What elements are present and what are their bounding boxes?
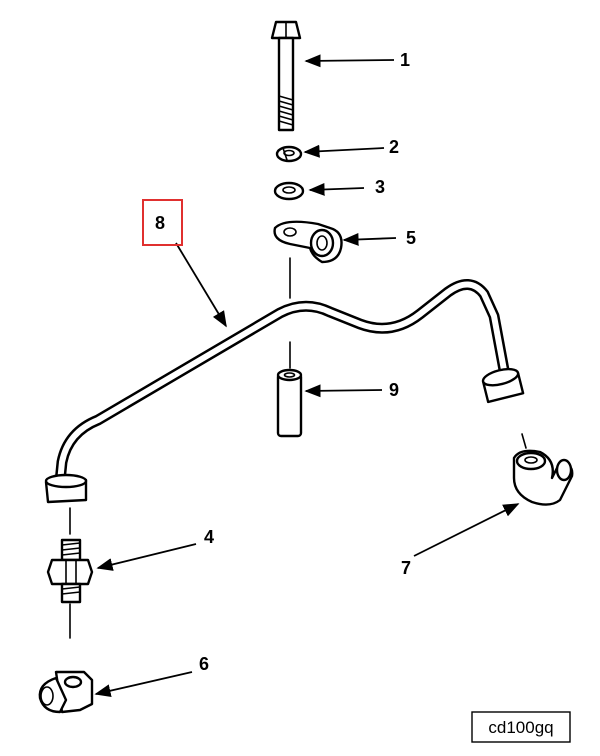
fuel-line bbox=[44, 279, 525, 504]
callout-labels: 1 2 3 5 9 4 6 7 bbox=[199, 50, 416, 674]
lock-washer bbox=[275, 145, 303, 163]
callout-1: 1 bbox=[400, 50, 410, 70]
callout-2: 2 bbox=[389, 137, 399, 157]
callout-3: 3 bbox=[375, 177, 385, 197]
flat-washer bbox=[273, 181, 305, 201]
highlighted-callout: 8 bbox=[142, 199, 183, 246]
alignment-lines bbox=[69, 433, 527, 639]
callout-9: 9 bbox=[389, 380, 399, 400]
spacer bbox=[276, 368, 303, 438]
lower-elbow bbox=[38, 670, 94, 714]
right-elbow bbox=[512, 449, 574, 506]
callout-4: 4 bbox=[204, 527, 214, 547]
callout-7: 7 bbox=[401, 558, 411, 578]
callout-8: 8 bbox=[155, 213, 165, 233]
callout-5: 5 bbox=[406, 228, 416, 248]
callout-6: 6 bbox=[199, 654, 209, 674]
clamp bbox=[273, 220, 343, 264]
leader-arrows bbox=[94, 54, 520, 698]
adapter bbox=[46, 538, 94, 604]
figure-id-box: cd100gq bbox=[471, 711, 571, 743]
highlight-box bbox=[142, 199, 183, 246]
figure-id: cd100gq bbox=[488, 718, 553, 737]
bolt bbox=[270, 20, 302, 132]
